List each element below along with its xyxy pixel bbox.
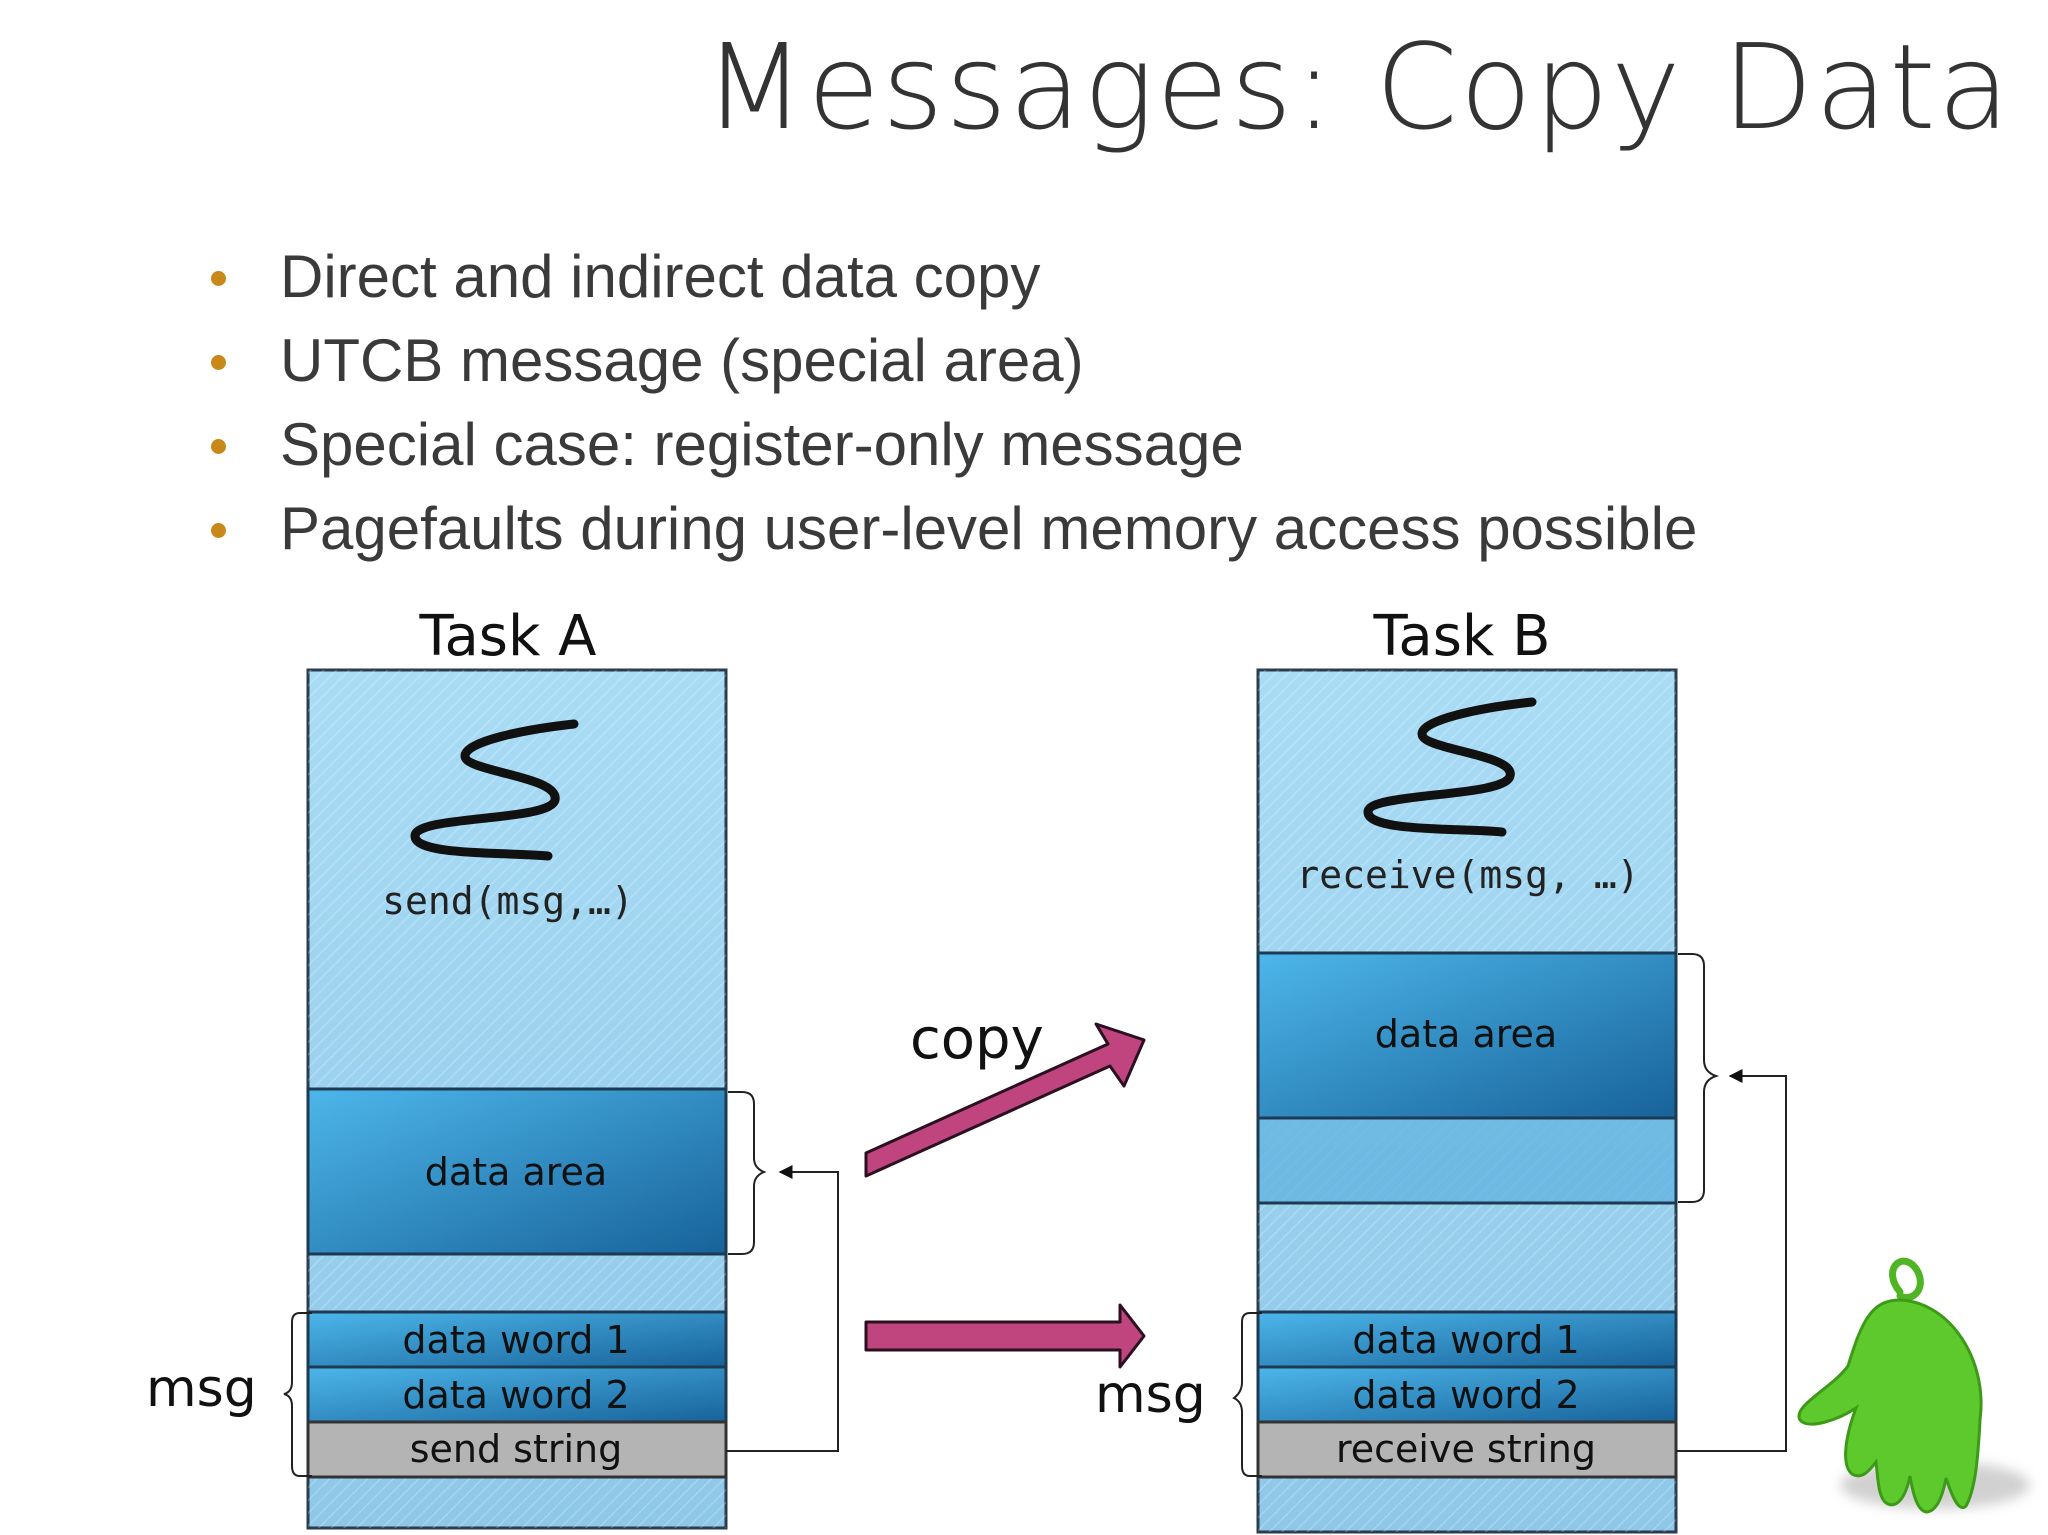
data-word-2-cell — [306, 1365, 728, 1424]
data-area-label: data area — [425, 1150, 607, 1194]
bullet-item: Special case: register-only message — [200, 403, 1697, 487]
copy-label: copy — [910, 1007, 1044, 1072]
register-arrow-icon — [864, 1303, 1146, 1369]
msg-label: msg — [146, 1359, 257, 1419]
bullet-item: Direct and indirect data copy — [200, 235, 1697, 319]
bullet-item: UTCB message (special area) — [200, 319, 1697, 403]
bullet-dot-icon — [211, 355, 226, 370]
send-string: send string — [410, 1427, 623, 1471]
data-area-brace-icon — [1678, 953, 1720, 1203]
bullet-item: Pagefaults during user-level memory acce… — [200, 487, 1697, 571]
green-ghost-mascot-icon — [1797, 1257, 2030, 1514]
msg-brace-icon — [1232, 1312, 1262, 1477]
string-pointer-line — [726, 1165, 839, 1452]
receive-string-cell — [1256, 1420, 1678, 1479]
data-area-label: data area — [1375, 1012, 1557, 1056]
data-area-extension — [1256, 1116, 1678, 1205]
task-a: Task A send(msg,…) data area data word 1… — [146, 604, 839, 1530]
register-arrow — [864, 1303, 1146, 1369]
bullet-dot-icon — [211, 271, 226, 286]
bullet-text: UTCB message (special area) — [280, 327, 1084, 394]
receive-string: receive string — [1336, 1427, 1596, 1471]
data-word-2: data word 2 — [402, 1373, 629, 1417]
bullet-text: Pagefaults during user-level memory acce… — [280, 495, 1698, 562]
msg-label: msg — [1095, 1365, 1206, 1425]
thread-icon — [1363, 697, 1537, 837]
task-b-label: Task B — [1372, 604, 1550, 669]
bullet-text: Special case: register-only message — [280, 411, 1244, 478]
copy-arrow: copy — [864, 1007, 1146, 1178]
slide-title: Messages: Copy Data — [703, 18, 2012, 156]
data-area-block — [306, 1087, 728, 1256]
bullet-list: Direct and indirect data copy UTCB messa… — [200, 235, 1697, 571]
bullet-dot-icon — [211, 523, 226, 538]
send-string-cell — [306, 1420, 728, 1479]
bullet-text: Direct and indirect data copy — [280, 243, 1041, 310]
send-call: send(msg,…) — [382, 879, 634, 923]
data-word-1-cell — [1256, 1310, 1678, 1369]
data-area-block — [1256, 951, 1678, 1120]
data-word-2-cell — [1256, 1365, 1678, 1424]
bullet-dot-icon — [211, 439, 226, 454]
task-b: Task B receive(msg, …) data area data wo… — [1095, 604, 1787, 1534]
copy-arrow-icon — [864, 1022, 1146, 1178]
string-pointer-line — [1676, 1069, 1787, 1452]
data-area-brace-icon — [728, 1091, 767, 1255]
data-word-2: data word 2 — [1352, 1373, 1579, 1417]
task-a-label: Task A — [419, 604, 597, 669]
receive-call: receive(msg, …) — [1296, 853, 1639, 897]
thread-icon — [410, 719, 579, 861]
msg-brace-icon — [283, 1312, 312, 1477]
data-word-1: data word 1 — [402, 1318, 629, 1362]
data-word-1: data word 1 — [1352, 1318, 1579, 1362]
data-word-1-cell — [306, 1310, 728, 1369]
